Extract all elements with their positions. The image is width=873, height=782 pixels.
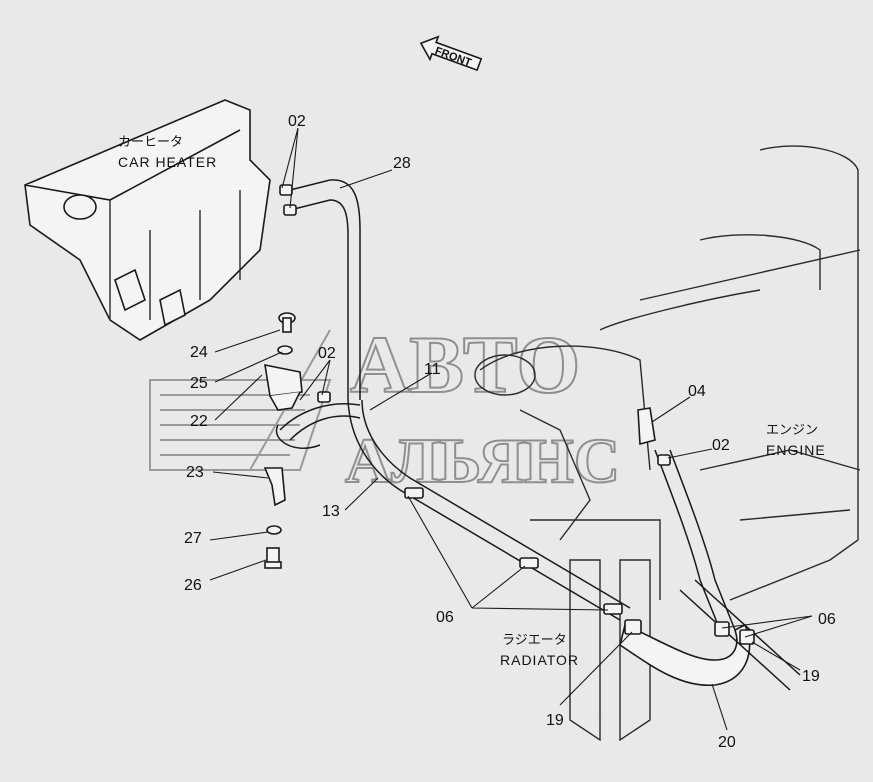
watermark-logo xyxy=(149,329,332,471)
engine-label-en: ENGINE xyxy=(766,442,826,458)
car-heater-unit xyxy=(24,99,271,341)
part-label-04: 04 xyxy=(688,383,706,400)
part-label-26: 26 xyxy=(184,577,202,594)
front-arrow: FRONT xyxy=(419,35,483,72)
part-label-23: 23 xyxy=(186,464,204,481)
part-label-19-bottom: 19 xyxy=(546,712,564,729)
radiator-hose-20 xyxy=(619,623,751,686)
part-label-11: 11 xyxy=(424,361,441,378)
part-labels: 02 28 24 02 25 11 22 04 02 23 13 27 26 0… xyxy=(184,113,836,751)
leader-lines xyxy=(209,127,813,731)
part-label-27: 27 xyxy=(184,530,202,547)
part-label-25: 25 xyxy=(190,375,208,392)
water-pipe-13 xyxy=(347,399,631,621)
part-label-02-top: 02 xyxy=(288,113,306,130)
part-label-02-mid: 02 xyxy=(318,345,336,362)
part-label-24: 24 xyxy=(190,344,208,361)
washer-27 xyxy=(266,525,282,535)
car-heater-label-en: CAR HEATER xyxy=(118,154,217,170)
watermark-line2: АЛЬЯНС xyxy=(345,425,620,496)
car-heater-label-jp: カーヒータ xyxy=(118,134,183,149)
bracket-23 xyxy=(263,467,286,507)
part-label-02-right: 02 xyxy=(712,437,730,454)
bracket-22 xyxy=(264,363,303,411)
water-pipe-11 xyxy=(275,403,361,449)
part-label-19-right: 19 xyxy=(802,668,820,685)
engine-block xyxy=(474,145,861,742)
part-label-06-left: 06 xyxy=(436,609,454,626)
engine-label-jp: エンジン xyxy=(766,422,818,437)
watermark-line1: АВТО xyxy=(350,319,580,410)
bolt-24 xyxy=(278,312,296,333)
radiator-label-jp: ラジエータ xyxy=(502,632,567,647)
hose-clamps xyxy=(279,184,755,645)
watermark: АВТО АЛЬЯНС xyxy=(149,318,621,497)
part-label-06-right: 06 xyxy=(818,611,836,628)
part-label-13: 13 xyxy=(322,503,340,520)
part-label-28: 28 xyxy=(393,155,411,172)
radiator-label-en: RADIATOR xyxy=(500,652,579,668)
valve-04 xyxy=(637,407,656,446)
bolt-26 xyxy=(264,547,282,569)
heater-hose-28 xyxy=(289,179,361,400)
part-label-22: 22 xyxy=(190,413,208,430)
part-label-20: 20 xyxy=(718,734,736,751)
